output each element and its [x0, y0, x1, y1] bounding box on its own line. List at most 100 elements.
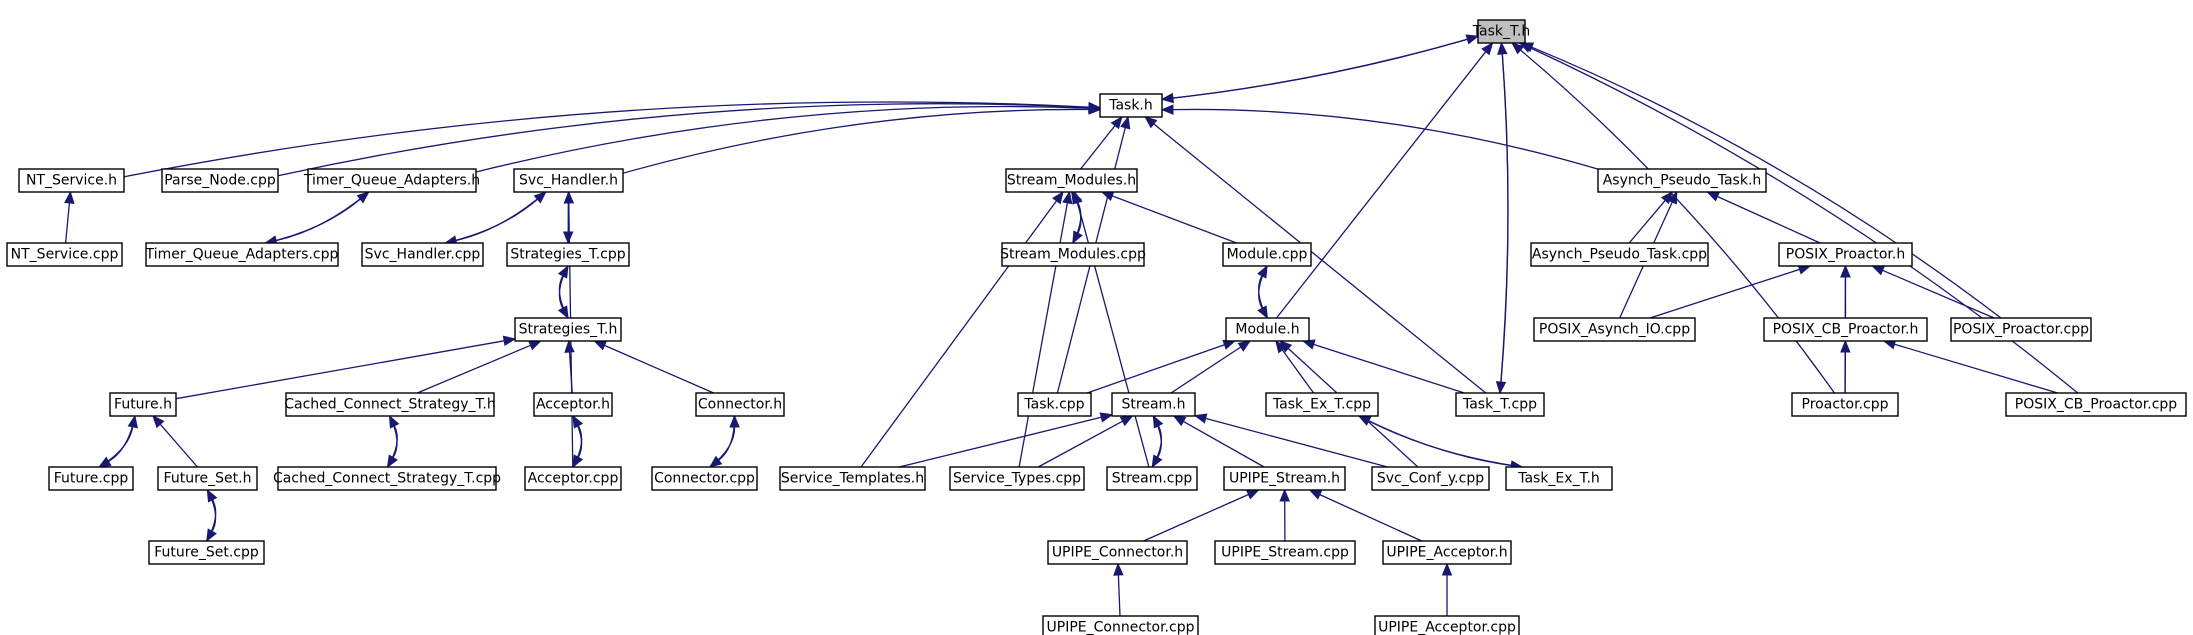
node-asynch-pseudo-task-h[interactable]: Asynch_Pseudo_Task.h [1597, 168, 1767, 193]
edge-line [1313, 343, 1465, 394]
node-label: Task_T.h [1472, 24, 1530, 40]
node-box [109, 392, 177, 417]
edge-upipe-acceptor-cpp-to-upipe-acceptor-h [1441, 562, 1453, 616]
edge-line [558, 275, 569, 319]
node-stream-h[interactable]: Stream.h [1111, 392, 1196, 417]
node-box [1042, 615, 1199, 635]
node-box [1950, 317, 2092, 342]
edge-task-ex-t-cpp-to-task-ex-t-h [1358, 415, 1524, 471]
edge-line [1086, 344, 1225, 394]
node-label: NT_Service.h [26, 173, 117, 189]
node-posix-cb-proactor-h[interactable]: POSIX_CB_Proactor.h [1763, 317, 1928, 342]
node-strategies-t-h[interactable]: Strategies_T.h [514, 317, 622, 342]
node-label: Proactor.cpp [1802, 397, 1889, 413]
node-label: Svc_Handler.h [519, 173, 618, 189]
node-upipe-stream-cpp[interactable]: UPIPE_Stream.cpp [1214, 540, 1356, 565]
node-box [307, 168, 477, 193]
edge-acceptor-h-to-acceptor-cpp [572, 415, 584, 469]
node-box [1530, 242, 1709, 267]
node-posix-proactor-cpp[interactable]: POSIX_Proactor.cpp [1950, 317, 2092, 342]
node-label: UPIPE_Acceptor.cpp [1378, 620, 1516, 635]
arrowhead-icon [97, 456, 112, 468]
node-upipe-acceptor-cpp[interactable]: UPIPE_Acceptor.cpp [1374, 615, 1520, 635]
edge-task-cpp-to-module-h [1086, 339, 1237, 394]
node-cached-connect-strategy-t-cpp[interactable]: Cached_Connect_Strategy_T.cpp [273, 466, 501, 491]
node-acceptor-h[interactable]: Acceptor.h [533, 392, 613, 417]
edge-timer-queue-adapters-cpp-to-timer-queue-adapters-h [265, 191, 370, 244]
edge-line [604, 344, 714, 394]
arrowhead-icon [1151, 454, 1163, 469]
edge-line [1257, 275, 1268, 319]
node-svc-conf-y-cpp[interactable]: Svc_Conf_y.cpp [1371, 466, 1490, 491]
edge-service-types-cpp-to-stream-h [1037, 415, 1134, 468]
edge-timer-queue-adapters-h-to-timer-queue-adapters-cpp [264, 191, 370, 246]
edge-stream-cpp-to-stream-modules-h [1072, 190, 1150, 468]
node-future-set-h[interactable]: Future_Set.h [157, 466, 258, 491]
edge-line [899, 416, 1102, 468]
arrowhead-icon [1062, 190, 1073, 205]
node-timer-queue-adapters-h[interactable]: Timer_Queue_Adapters.h [303, 168, 480, 193]
node-upipe-connector-cpp[interactable]: UPIPE_Connector.cpp [1042, 615, 1199, 635]
edge-posix-asynch-io-cpp-to-posix-proactor-h [1649, 264, 1812, 319]
node-task-cpp[interactable]: Task.cpp [1017, 392, 1092, 417]
node-label: Stream.cpp [1112, 471, 1193, 487]
edge-line [1172, 35, 1479, 99]
arrowhead-icon [708, 455, 723, 468]
edge-cached-connect-strategy-t-h-to-cached-connect-strategy-t-cpp [386, 415, 398, 469]
node-box [651, 466, 758, 491]
node-proactor-cpp[interactable]: Proactor.cpp [1791, 392, 1899, 417]
node-posix-proactor-h[interactable]: POSIX_Proactor.h [1778, 242, 1913, 267]
node-connector-h[interactable]: Connector.h [695, 392, 785, 417]
node-stream-cpp[interactable]: Stream.cpp [1106, 466, 1198, 491]
node-upipe-stream-h[interactable]: UPIPE_Stream.h [1223, 466, 1346, 491]
node-asynch-pseudo-task-cpp[interactable]: Asynch_Pseudo_Task.cpp [1530, 242, 1709, 267]
node-task-t-cpp[interactable]: Task_T.cpp [1455, 392, 1545, 417]
node-task-t-h[interactable]: Task_T.h [1472, 19, 1530, 44]
node-acceptor-cpp[interactable]: Acceptor.cpp [524, 466, 622, 491]
edge-module-h-to-module-cpp [1257, 264, 1268, 319]
node-cached-connect-strategy-t-h[interactable]: Cached_Connect_Strategy_T.h [284, 392, 496, 417]
node-label: UPIPE_Stream.cpp [1221, 545, 1349, 561]
node-posix-cb-proactor-cpp[interactable]: POSIX_CB_Proactor.cpp [2005, 392, 2187, 417]
edge-line [475, 105, 1090, 173]
node-label: Acceptor.h [536, 397, 610, 413]
node-nt-service-cpp[interactable]: NT_Service.cpp [6, 242, 123, 267]
node-nt-service-h[interactable]: NT_Service.h [18, 168, 125, 193]
node-svc-handler-cpp[interactable]: Svc_Handler.cpp [361, 242, 484, 267]
node-label: Task_Ex_T.h [1517, 471, 1600, 487]
node-service-templates-h[interactable]: Service_Templates.h [779, 466, 926, 491]
node-strategies-t-cpp[interactable]: Strategies_T.cpp [506, 242, 630, 267]
edge-line [1018, 202, 1069, 468]
node-future-h[interactable]: Future.h [109, 392, 177, 417]
edge-strategies-t-h-to-strategies-t-cpp [557, 264, 569, 319]
node-timer-queue-adapters-cpp[interactable]: Timer_Queue_Adapters.cpp [145, 242, 339, 267]
node-box [779, 466, 926, 491]
edge-posix-proactor-cpp-to-posix-proactor-h [1871, 265, 1995, 319]
node-stream-modules-cpp[interactable]: Stream_Modules.cpp [1000, 242, 1146, 267]
node-task-ex-t-cpp[interactable]: Task_Ex_T.cpp [1265, 392, 1379, 417]
node-future-cpp[interactable]: Future.cpp [48, 466, 134, 491]
node-stream-modules-h[interactable]: Stream_Modules.h [1005, 168, 1138, 193]
node-label: UPIPE_Connector.h [1052, 545, 1183, 561]
node-box [1225, 317, 1310, 342]
node-task-ex-t-h[interactable]: Task_Ex_T.h [1505, 466, 1613, 491]
node-future-set-cpp[interactable]: Future_Set.cpp [148, 540, 265, 565]
node-svc-handler-h[interactable]: Svc_Handler.h [513, 168, 624, 193]
edge-line [108, 415, 136, 462]
node-posix-asynch-io-cpp[interactable]: POSIX_Asynch_IO.cpp [1533, 317, 1696, 342]
node-label: Connector.h [698, 397, 782, 413]
node-upipe-connector-h[interactable]: UPIPE_Connector.h [1047, 540, 1188, 565]
node-module-cpp[interactable]: Module.cpp [1222, 242, 1312, 267]
node-box [1533, 317, 1696, 342]
node-upipe-acceptor-h[interactable]: UPIPE_Acceptor.h [1382, 540, 1512, 565]
edge-line [1649, 268, 1800, 319]
edge-task-t-cpp-to-task-t-h [1497, 41, 1509, 394]
node-connector-cpp[interactable]: Connector.cpp [651, 466, 758, 491]
node-parse-node-cpp[interactable]: Parse_Node.cpp [161, 168, 279, 193]
node-task-h[interactable]: Task.h [1099, 93, 1163, 118]
arrowhead-icon [1172, 415, 1187, 427]
node-box [277, 466, 497, 491]
arrowhead-icon [1119, 415, 1134, 427]
node-service-types-cpp[interactable]: Service_Types.cpp [949, 466, 1085, 491]
node-module-h[interactable]: Module.h [1225, 317, 1310, 342]
